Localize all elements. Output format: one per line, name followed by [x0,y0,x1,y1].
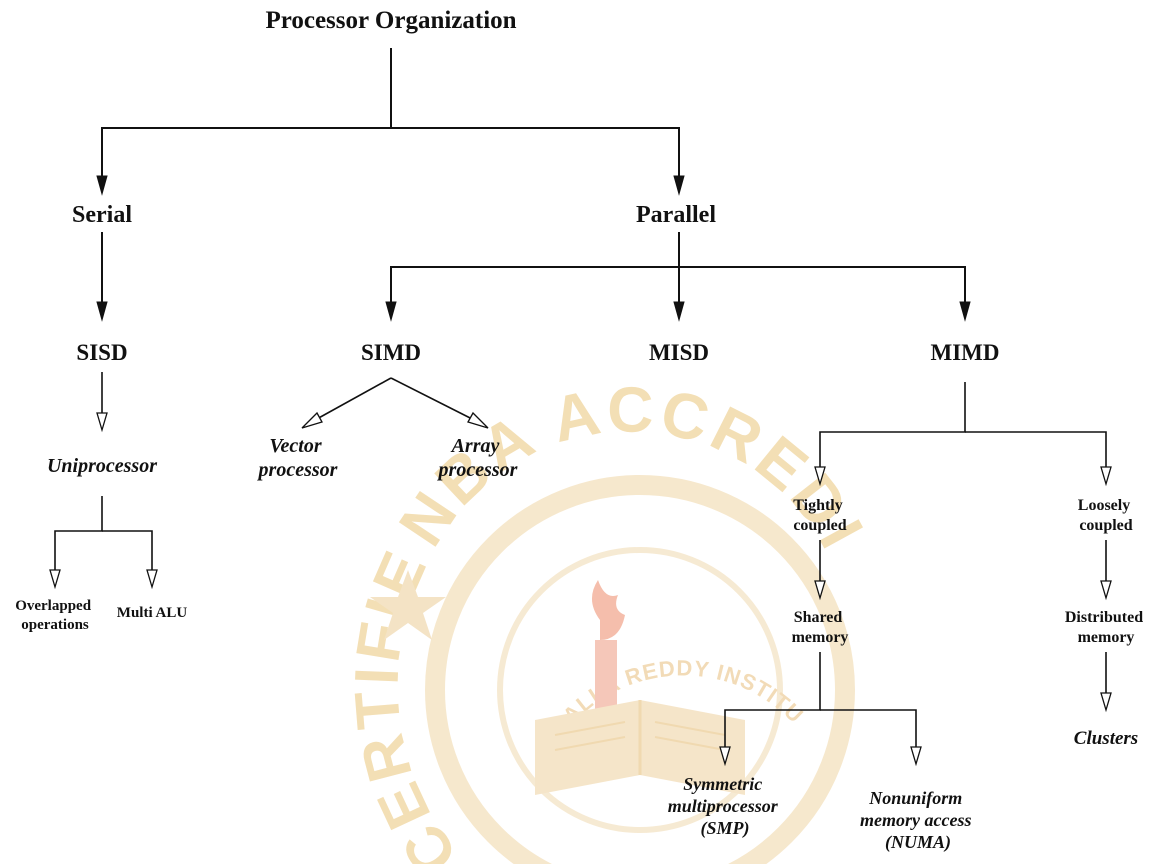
node-overlapped-operations: Overlapped operations [15,598,95,633]
diagram-labels: Processor Organization Serial Parallel S… [15,7,1147,853]
arrowhead-solid-mimd [959,301,971,322]
node-loosely-coupled: Loosely coupled [1078,497,1134,534]
arrowhead-solid-sisd [96,301,108,322]
edge-parallel-to-simd [390,266,679,318]
arrowhead-open-array [467,411,489,429]
arrowhead-solid-parallel [673,175,685,196]
arrowhead-open-loosely [1100,466,1112,487]
watermark-torch-icon [591,580,625,710]
node-uniprocessor: Uniprocessor [47,455,157,477]
node-numa: Nonuniform memory access (NUMA) [860,788,976,853]
arrowhead-open-numa [910,746,922,767]
node-distributed-memory: Distributed memory [1065,609,1147,646]
node-tightly-coupled: Tightly coupled [793,497,847,534]
edge-simd-to-vector [305,377,392,426]
node-parallel: Parallel [636,202,716,228]
arrowhead-open-tightly [814,466,826,487]
arrowhead-open-smp [719,746,731,767]
edge-mimd-to-tightly [819,382,966,482]
node-serial: Serial [72,202,132,228]
watermark-star-icon [370,570,446,640]
arrowhead-solid-serial [96,175,108,196]
node-shared-memory: Shared memory [792,609,849,646]
edge-simd-to-array [390,377,485,426]
watermark-book-icon [535,700,745,795]
arrowhead-solid-simd [385,301,397,322]
edge-uniprocessor-to-overlapped [54,496,103,585]
node-sisd: SISD [76,340,127,365]
watermark-outer-ring [425,475,855,864]
edge-uniprocessor-to-multi-alu [102,530,153,585]
arrowhead-open-uniprocessor [96,412,108,433]
arrowhead-open-vector [301,411,323,429]
node-misd: MISD [649,340,709,365]
edge-parallel-to-mimd [679,266,966,318]
node-vector-processor: Vector processor [257,435,338,481]
edge-shared-to-smp [724,652,821,762]
edge-mimd-to-loosely [965,431,1107,482]
arrowhead-open-clusters [1100,692,1112,713]
node-clusters: Clusters [1074,728,1138,749]
arrowhead-solid-misd [673,301,685,322]
watermark-inner-ring [497,547,783,833]
node-multi-alu: Multi ALU [117,605,188,621]
arrowhead-open-distributed [1100,580,1112,601]
edge-shared-to-numa [820,709,917,762]
watermark: NBA ACCREDITED CERTIFIED MALLA REDDY INS… [0,0,875,864]
node-smp: Symmetric multiprocessor (SMP) [668,774,783,839]
edge-root-to-serial [101,48,392,192]
node-array-processor: Array processor [437,435,518,481]
edge-root-to-parallel [391,127,680,192]
arrowhead-open-overlapped [49,569,61,590]
node-mimd: MIMD [931,340,1000,365]
arrowhead-open-shared [814,580,826,601]
arrowhead-open-multi-alu [146,569,158,590]
node-simd: SIMD [361,340,421,365]
node-root: Processor Organization [265,7,516,34]
watermark-left-text: CERTIFIED [0,0,471,864]
diagram-edges [49,48,1112,767]
